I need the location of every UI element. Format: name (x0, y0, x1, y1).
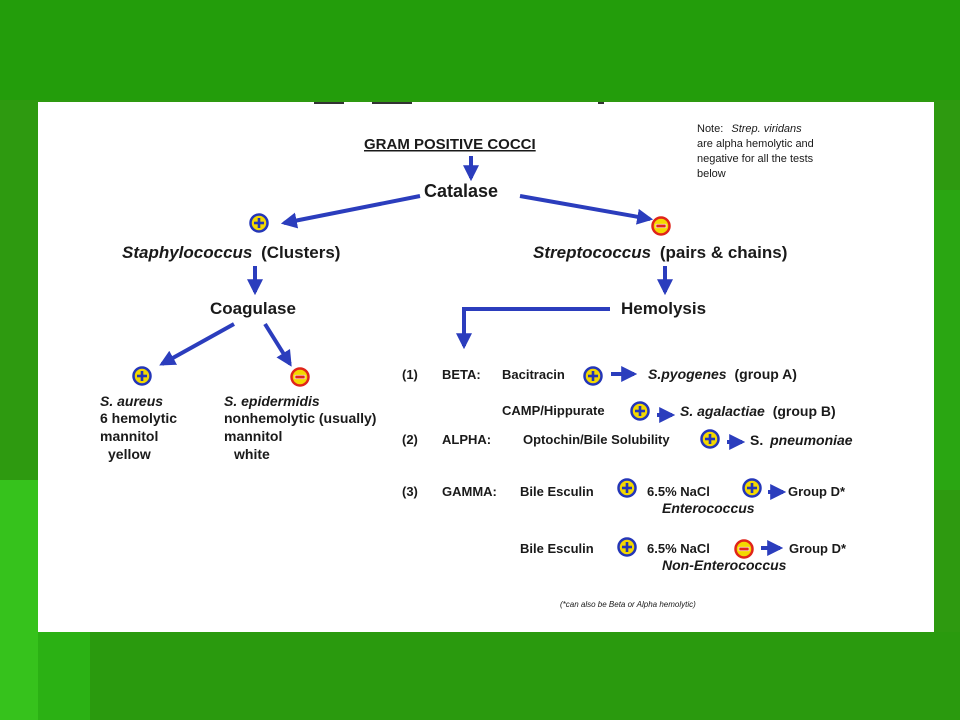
arrow-coagulase-to-epidermidis (263, 322, 292, 367)
arrow-catalase-to-staph (280, 194, 421, 229)
svg-text:Bile Esculin: Bile Esculin (520, 541, 594, 556)
svg-text:Group D*: Group D* (789, 541, 847, 556)
node-hemolysis: Hemolysis (621, 299, 706, 318)
plus-icon (742, 478, 762, 498)
row-alpha: (2) ALPHA: Optochin/Bile Solubility S. p… (402, 429, 853, 450)
note-line-3: negative for all the tests (697, 153, 814, 165)
svg-text:CAMP/Hippurate: CAMP/Hippurate (502, 403, 605, 418)
svg-text:mannitol: mannitol (224, 428, 282, 444)
node-s-aureus: S. aureus 6 hemolytic mannitol yellow (100, 393, 177, 462)
svg-text:S. agalactiae (group B): S. agalactiae (group B) (680, 403, 836, 419)
svg-text:nonhemolytic (usually): nonhemolytic (usually) (224, 410, 376, 426)
node-coagulase: Coagulase (210, 299, 296, 318)
note-line-4: below (697, 168, 726, 180)
arrow-coagulase-to-aureus (159, 322, 235, 366)
svg-text:S. pneumoniae: S. pneumoniae (750, 432, 853, 448)
plus-icon (132, 366, 152, 386)
svg-text:white: white (233, 446, 270, 462)
svg-text:yellow: yellow (108, 446, 151, 462)
slide-right-accent (934, 190, 960, 490)
note-prefix: Note: (697, 123, 723, 135)
node-streptococcus: Streptococcus (pairs & chains) (533, 243, 787, 262)
svg-text:GAMMA:: GAMMA: (442, 484, 497, 499)
note-box: Note: Strep. viridans are alpha hemolyti… (697, 123, 814, 180)
svg-text:mannitol: mannitol (100, 428, 158, 444)
plus-icon (630, 401, 650, 421)
row-gamma-non-enterococcus: Bile Esculin 6.5% NaCl Group D* Non-Ente… (520, 537, 847, 573)
plus-icon (249, 213, 269, 233)
row-beta: (1) BETA: Bacitracin S.pyogenes (group A… (402, 366, 797, 386)
diagram-title: GRAM POSITIVE COCCI (364, 136, 536, 153)
svg-text:6.5% NaCl: 6.5% NaCl (647, 541, 710, 556)
note-organism: Strep. viridans (731, 123, 802, 135)
node-staphylococcus: Staphylococcus (Clusters) (122, 243, 340, 262)
svg-text:Non-Enterococcus: Non-Enterococcus (662, 557, 787, 573)
footnote: (*can also be Beta or Alpha hemolytic) (560, 600, 696, 609)
svg-text:Note: Strep. viridans: Note: Strep. viridans (697, 123, 802, 135)
svg-text:ALPHA:: ALPHA: (442, 432, 491, 447)
svg-text:Group D*: Group D* (788, 484, 846, 499)
svg-text:S. epidermidis: S. epidermidis (224, 393, 320, 409)
plus-icon (617, 478, 637, 498)
svg-text:Optochin/Bile Solubility: Optochin/Bile Solubility (523, 432, 670, 447)
svg-text:(1): (1) (402, 367, 418, 382)
node-catalase: Catalase (424, 181, 498, 201)
slide-left-accent-2 (38, 632, 90, 720)
svg-text:(3): (3) (402, 484, 418, 499)
row-gamma: (3) GAMMA: Bile Esculin 6.5% NaCl Group … (402, 478, 846, 516)
gram-positive-cocci-flowchart: GRAM POSITIVE COCCI Note: Strep. viridan… (100, 102, 853, 609)
plus-icon (617, 537, 637, 557)
row-camp-hippurate: CAMP/Hippurate S. agalactiae (group B) (502, 401, 836, 423)
svg-text:(2): (2) (402, 432, 418, 447)
svg-text:Bile Esculin: Bile Esculin (520, 484, 594, 499)
arrow-catalase-to-strep (519, 194, 654, 225)
node-s-epidermidis: S. epidermidis nonhemolytic (usually) ma… (224, 393, 376, 462)
slide-left-accent (0, 480, 38, 720)
note-line-2: are alpha hemolytic and (697, 138, 814, 150)
svg-text:Enterococcus: Enterococcus (662, 500, 755, 516)
svg-text:S.pyogenes (group A): S.pyogenes (group A) (648, 366, 797, 382)
svg-text:Bacitracin: Bacitracin (502, 367, 565, 382)
diagram-panel: GRAM POSITIVE COCCI Note: Strep. viridan… (38, 102, 934, 632)
minus-icon (734, 539, 754, 559)
svg-text:6 hemolytic: 6 hemolytic (100, 410, 177, 426)
clipped-top-text-fragments (314, 102, 604, 104)
plus-icon (700, 429, 720, 449)
minus-icon (651, 216, 671, 236)
arrow-hemolysis-to-types (456, 307, 610, 350)
svg-text:6.5% NaCl: 6.5% NaCl (647, 484, 710, 499)
slide-bottom-band (90, 632, 960, 720)
svg-text:BETA:: BETA: (442, 367, 481, 382)
minus-icon (290, 367, 310, 387)
slide-top-band (0, 0, 960, 100)
svg-text:S. aureus: S. aureus (100, 393, 163, 409)
plus-icon (583, 366, 603, 386)
